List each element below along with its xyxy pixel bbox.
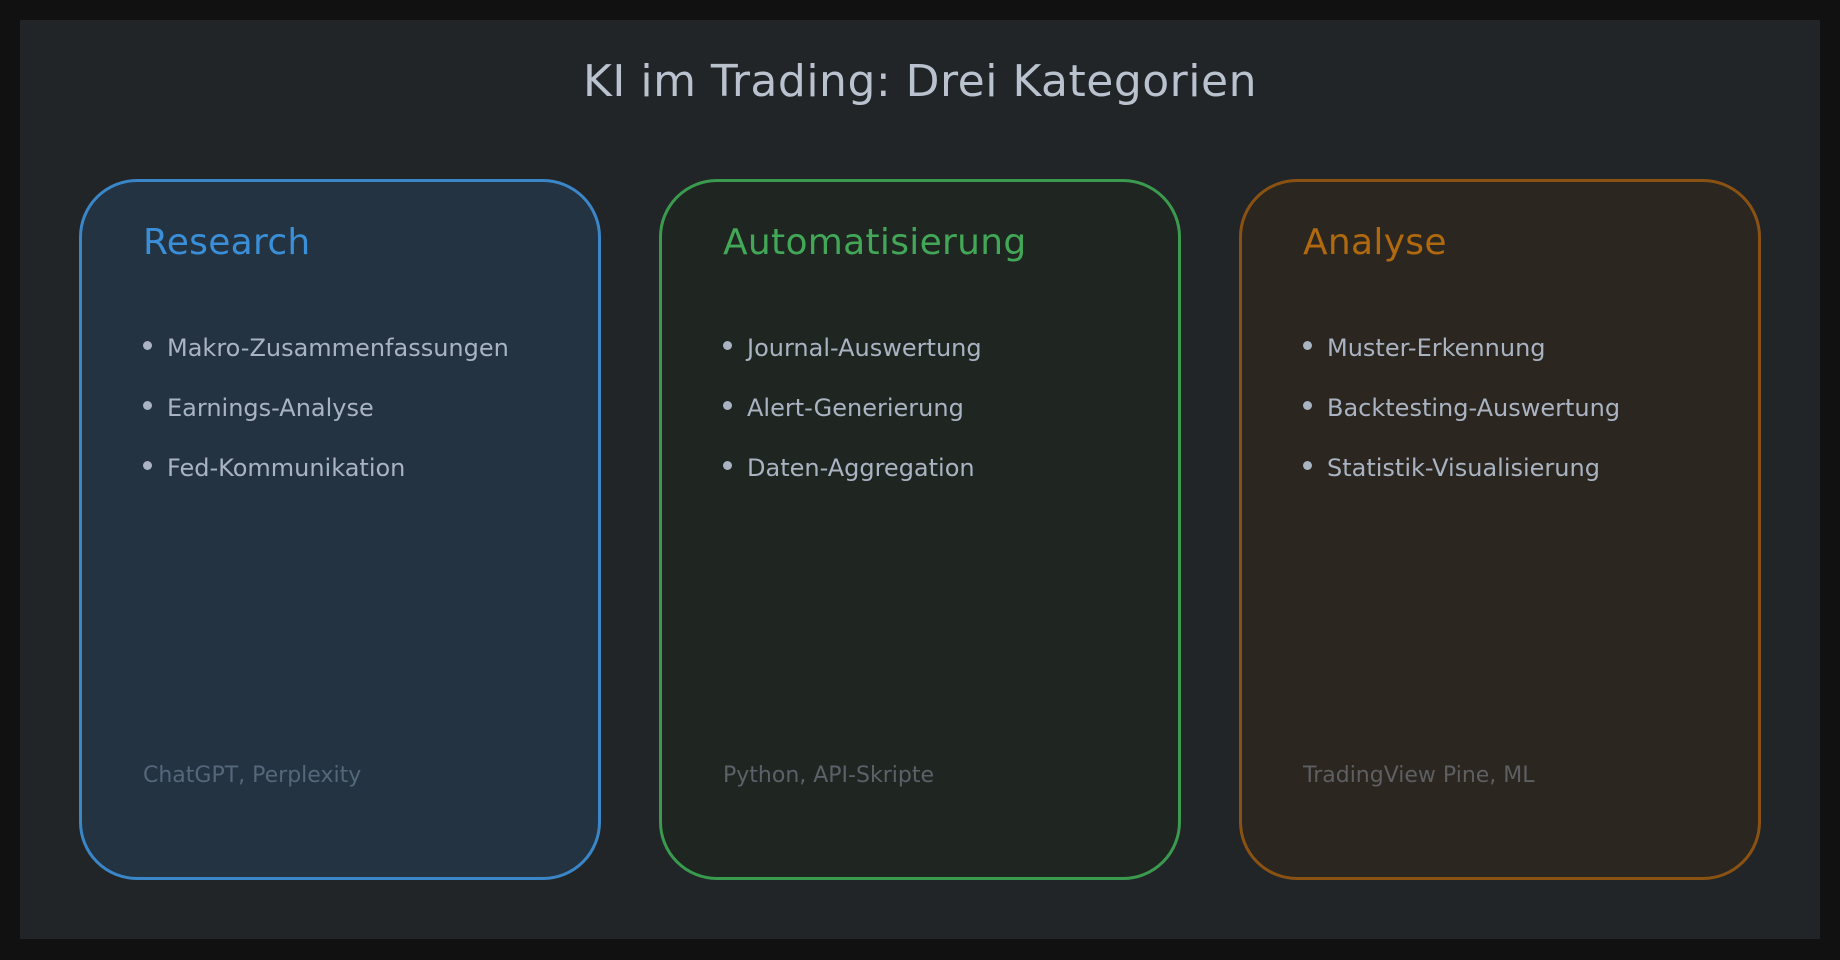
list-item: Makro-Zusammenfassungen: [143, 318, 509, 378]
diagram-title: KI im Trading: Drei Kategorien: [583, 56, 1257, 107]
bullet-icon: [1303, 460, 1312, 470]
list-item-label: Backtesting-Auswertung: [1327, 394, 1621, 422]
list-item: Daten-Aggregation: [723, 438, 982, 498]
bullet-icon: [143, 460, 152, 470]
card-footer-tools: TradingView Pine, ML: [1303, 763, 1535, 788]
card-footer-tools: ChatGPT, Perplexity: [143, 763, 362, 788]
list-item-label: Daten-Aggregation: [747, 454, 975, 482]
list-item-label: Alert-Generierung: [747, 394, 964, 422]
card-footer-tools: Python, API-Skripte: [723, 763, 934, 788]
bullet-icon: [143, 400, 152, 410]
list-item-label: Fed-Kommunikation: [167, 454, 406, 482]
bullet-icon: [1303, 340, 1312, 350]
card-automation: Automatisierung Journal-Auswertung Alert…: [659, 179, 1181, 880]
card-item-list: Makro-Zusammenfassungen Earnings-Analyse…: [143, 318, 509, 498]
list-item-label: Makro-Zusammenfassungen: [167, 334, 509, 362]
bullet-icon: [723, 340, 732, 350]
list-item: Statistik-Visualisierung: [1303, 438, 1620, 498]
card-item-list: Journal-Auswertung Alert-Generierung Dat…: [723, 318, 982, 498]
list-item: Earnings-Analyse: [143, 378, 509, 438]
list-item-label: Earnings-Analyse: [167, 394, 374, 422]
bullet-icon: [143, 340, 152, 350]
list-item: Muster-Erkennung: [1303, 318, 1620, 378]
bullet-icon: [723, 460, 732, 470]
card-title: Automatisierung: [723, 222, 1027, 263]
card-title: Research: [143, 222, 311, 263]
list-item-label: Statistik-Visualisierung: [1327, 454, 1600, 482]
card-analysis: Analyse Muster-Erkennung Backtesting-Aus…: [1239, 179, 1761, 880]
bullet-icon: [723, 400, 732, 410]
card-title: Analyse: [1303, 222, 1447, 263]
list-item: Fed-Kommunikation: [143, 438, 509, 498]
list-item: Journal-Auswertung: [723, 318, 982, 378]
list-item-label: Muster-Erkennung: [1327, 334, 1546, 362]
list-item-label: Journal-Auswertung: [747, 334, 982, 362]
list-item: Alert-Generierung: [723, 378, 982, 438]
card-item-list: Muster-Erkennung Backtesting-Auswertung …: [1303, 318, 1620, 498]
list-item: Backtesting-Auswertung: [1303, 378, 1620, 438]
card-research: Research Makro-Zusammenfassungen Earning…: [79, 179, 601, 880]
bullet-icon: [1303, 400, 1312, 410]
